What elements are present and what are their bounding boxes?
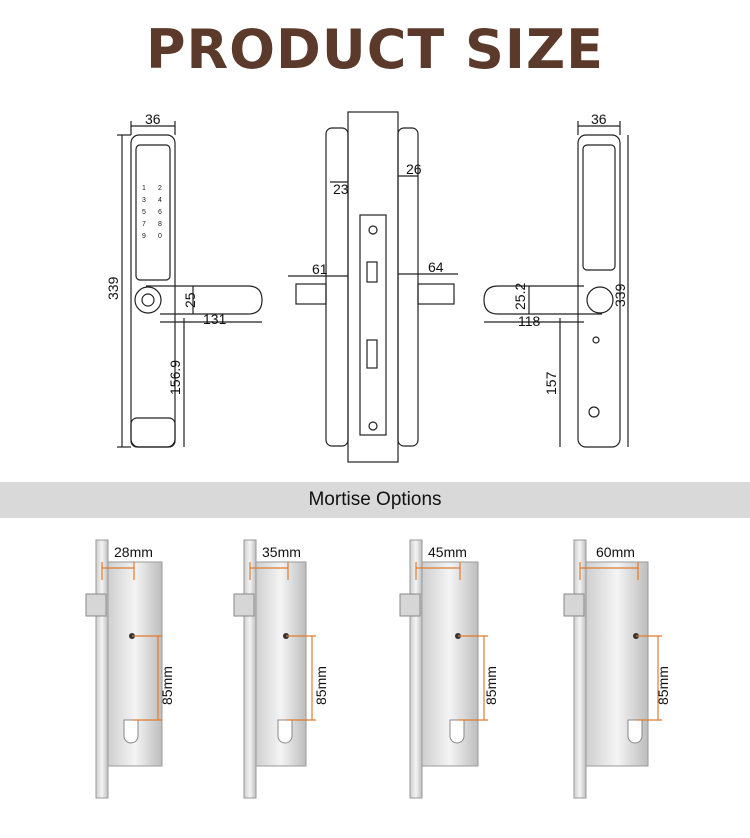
front-width-label: 36 — [145, 111, 161, 127]
mortise-option-3 — [399, 539, 488, 799]
front-handle — [146, 285, 263, 315]
mortise-faceplate — [359, 214, 387, 436]
back-view — [483, 121, 629, 448]
side-left-spindle-label: 61 — [312, 261, 328, 277]
back-knob — [586, 286, 614, 314]
mortise-option-2 — [233, 539, 316, 799]
side-front-panel — [325, 127, 349, 447]
section-band: Mortise Options — [0, 482, 750, 518]
back-lower-height-label: 157 — [543, 371, 559, 395]
mortise-center-label-4: 85mm — [655, 666, 671, 705]
mortise-center-label-3: 85mm — [483, 666, 499, 705]
mortise-backset-label-1: 28mm — [114, 544, 153, 560]
mortise-backset-label-4: 60mm — [596, 544, 635, 560]
front-thumb-knob — [134, 286, 162, 314]
front-lower-height-label: 156.9 — [167, 360, 183, 395]
front-bottom-cap — [130, 417, 176, 448]
battery-cover — [582, 144, 616, 271]
back-width-label: 36 — [591, 111, 607, 127]
side-view — [288, 111, 458, 463]
page-title: PRODUCT SIZE — [145, 18, 605, 81]
front-height-label: 339 — [105, 276, 121, 300]
back-keyhole — [588, 406, 600, 418]
back-handle-height-label: 25.2 — [512, 283, 528, 310]
back-height-label: 339 — [612, 283, 628, 307]
key-9: 9 — [142, 233, 146, 240]
front-handle-length-label: 131 — [203, 311, 227, 327]
section-label: Mortise Options — [308, 489, 442, 510]
key-6: 6 — [158, 209, 162, 216]
key-2: 2 — [158, 185, 162, 192]
mortise-center-label-2: 85mm — [313, 666, 329, 705]
side-left-thickness-label: 23 — [333, 181, 349, 197]
mortise-option-1 — [85, 539, 163, 799]
side-right-spindle — [417, 283, 455, 305]
mortise-option-4 — [563, 539, 662, 799]
back-lock-body — [577, 134, 621, 448]
front-view — [117, 121, 263, 448]
back-handle — [483, 285, 602, 315]
key-7: 7 — [142, 221, 146, 228]
keypad-digits: 1 2 3 4 5 6 7 8 9 0 — [142, 185, 162, 240]
key-8: 8 — [158, 221, 162, 228]
side-left-spindle — [295, 283, 327, 305]
front-handle-height-label: 25 — [182, 292, 198, 308]
key-1: 1 — [142, 185, 146, 192]
mortise-center-label-1: 85mm — [159, 666, 175, 705]
side-right-thickness-label: 26 — [406, 161, 422, 177]
mortise-backset-label-3: 45mm — [428, 544, 467, 560]
key-4: 4 — [158, 197, 162, 204]
door-section — [347, 111, 399, 463]
key-5: 5 — [142, 209, 146, 216]
back-handle-length-label: 118 — [518, 313, 541, 329]
key-3: 3 — [142, 197, 146, 204]
keypad-panel — [135, 144, 171, 281]
mortise-backset-label-2: 35mm — [262, 544, 301, 560]
side-right-spindle-label: 64 — [428, 259, 444, 275]
key-0: 0 — [158, 233, 162, 240]
